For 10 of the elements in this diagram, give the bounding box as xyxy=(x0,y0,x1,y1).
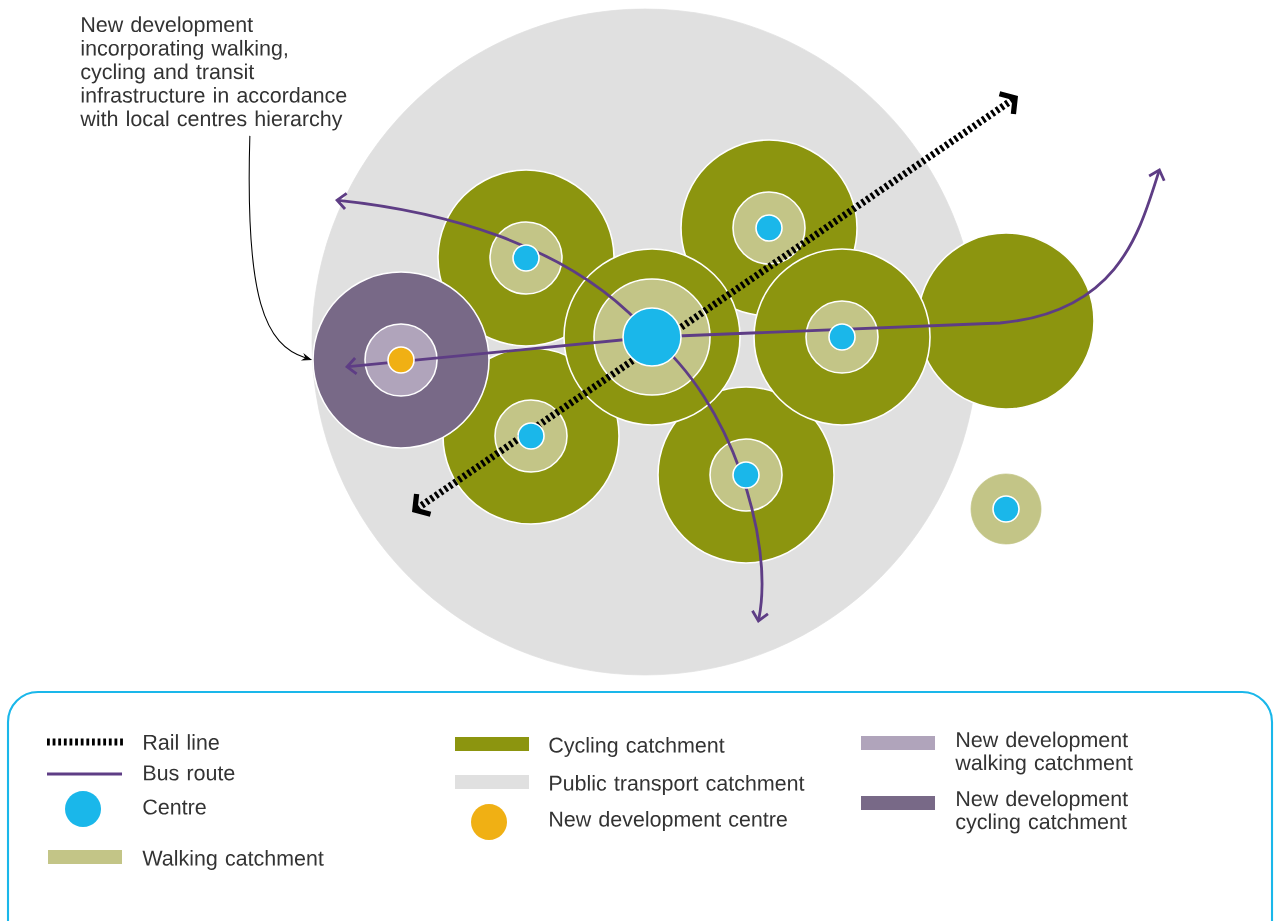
legend-label: Public transport catchment xyxy=(550,775,805,795)
legend-label: Centre xyxy=(143,799,206,815)
legend-label: Cycling catchment xyxy=(549,737,725,757)
legend-label: New development cycling catchment xyxy=(956,790,1128,834)
annotation-text: New development incorporating walking, cycling and transit infrastructure in accordance with local centres hierarchy xyxy=(80,16,347,131)
legend-label: Rail line xyxy=(144,734,219,750)
legend-label: Bus route xyxy=(144,765,235,781)
legend-label: Walking catchment xyxy=(142,850,324,870)
legend-label: New development centre xyxy=(550,811,787,831)
legend-label: New development walking catchment xyxy=(955,731,1133,775)
